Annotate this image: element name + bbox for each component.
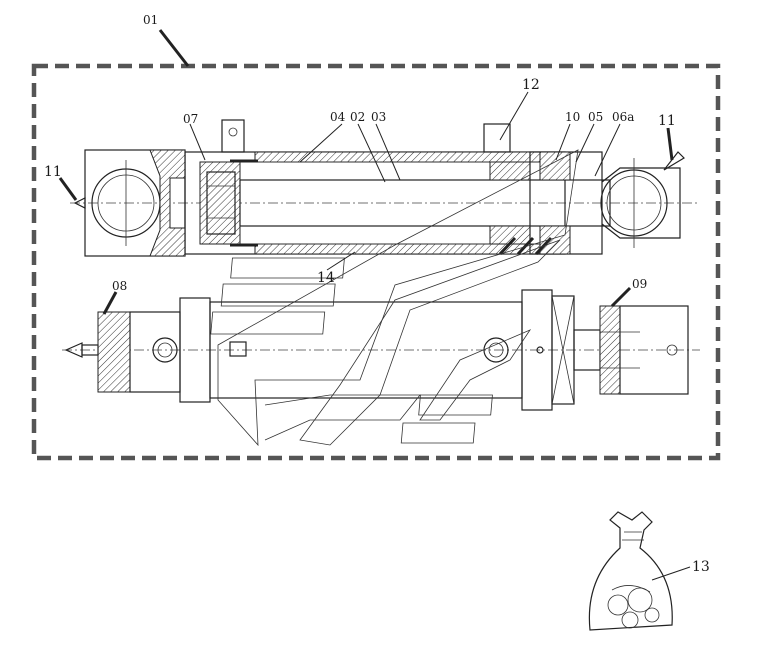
label-06a: 06a bbox=[612, 110, 634, 124]
label-01: 01 bbox=[143, 13, 158, 27]
label-14: 14 bbox=[317, 270, 335, 286]
label-02: 02 bbox=[350, 110, 365, 124]
label-03: 03 bbox=[371, 110, 386, 124]
exterior-view bbox=[62, 289, 700, 411]
label-09: 09 bbox=[632, 277, 647, 291]
label-12: 12 bbox=[522, 77, 540, 93]
leader-lines bbox=[58, 91, 691, 581]
label-05: 05 bbox=[588, 110, 603, 124]
leader-01 bbox=[158, 29, 190, 67]
seal-kit-outline bbox=[210, 149, 579, 447]
sectional-view bbox=[70, 119, 700, 257]
label-11-right: 11 bbox=[658, 113, 676, 129]
label-07: 07 bbox=[183, 112, 198, 126]
label-08: 08 bbox=[112, 279, 127, 293]
spare-parts-bag bbox=[588, 511, 673, 631]
assembly-boundary bbox=[31, 63, 721, 461]
label-13: 13 bbox=[692, 559, 710, 575]
label-10: 10 bbox=[565, 110, 580, 124]
label-04: 04 bbox=[330, 110, 346, 124]
label-11-left: 11 bbox=[44, 164, 62, 180]
